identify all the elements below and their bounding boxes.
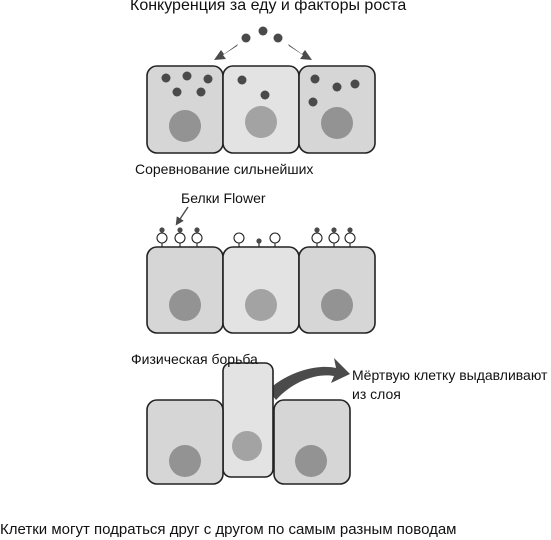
extrusion-note-line-1: Мёртвую клетку выдавливают: [352, 367, 548, 383]
nucleus: [245, 289, 277, 321]
nucleus: [321, 289, 353, 321]
panel-food-competition: [146, 26, 376, 154]
flower-protein-marker-icon: [156, 227, 356, 247]
label-pointer-arrow: [175, 206, 189, 226]
food-particle: [241, 33, 251, 43]
panel-fitness-competition: [146, 206, 376, 334]
extrusion-note: Мёртвую клетку выдавливают из слоя: [352, 366, 551, 404]
food-particles-inside: [161, 71, 360, 107]
push-arrow-icon: [268, 358, 350, 400]
cell-left: [146, 399, 224, 485]
figure-caption: Клетки могут подраться друг с другом по …: [0, 521, 457, 538]
extrusion-note-line-2: из слоя: [352, 386, 401, 402]
panel-physical-title: Физическая борьба: [131, 351, 258, 367]
panel-physical-fight: [146, 358, 351, 485]
left-arrow-icon: [214, 44, 238, 60]
panel-food-title: Конкуренция за еду и факторы роста: [130, 0, 407, 14]
nucleus: [321, 107, 353, 139]
right-arrow-icon: [288, 44, 312, 60]
nucleus: [169, 289, 201, 321]
nucleus: [295, 445, 327, 477]
nucleus: [169, 445, 201, 477]
nucleus: [169, 110, 201, 142]
protein-label: Белки Flower: [181, 190, 266, 206]
nucleus: [232, 431, 262, 461]
panel-fitness-title: Соревнование сильнейших: [135, 161, 314, 177]
nucleus: [245, 106, 277, 138]
food-particle: [273, 33, 283, 43]
food-particle: [258, 26, 268, 36]
cell-right: [273, 399, 351, 485]
